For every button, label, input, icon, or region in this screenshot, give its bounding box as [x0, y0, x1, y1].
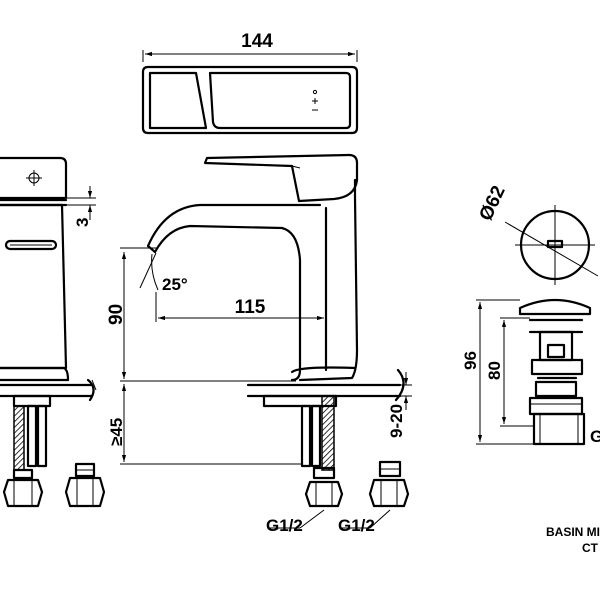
- dim-waste-body: 80: [485, 361, 504, 380]
- dim-waste-diameter: Ø62: [475, 183, 509, 224]
- thread-label-right: G1/2: [338, 516, 375, 535]
- waste-thread-label: G: [590, 427, 600, 446]
- front-view: 3: [0, 156, 106, 508]
- caption-line-1: BASIN MI: [546, 525, 600, 539]
- dim-reach: 115: [235, 297, 266, 318]
- thread-label-left: G1/2: [266, 516, 303, 535]
- dim-angle: 25°: [162, 275, 188, 294]
- dim-spout-height: 90: [106, 304, 127, 325]
- dim-waste-total: 96: [461, 351, 480, 370]
- dim-counter-range: 9-20: [387, 404, 406, 438]
- dim-width-top: 144: [241, 31, 273, 52]
- dim-counter-min: ≥45: [107, 418, 126, 446]
- hose-connector-left: [2, 468, 44, 508]
- top-view: 144: [141, 31, 359, 135]
- side-view: 90 ≥45 25° 115 9-20 G1/2 G1/2: [106, 153, 412, 535]
- caption-line-2: CT: [582, 541, 599, 555]
- waste-top-view: Ø62: [475, 183, 599, 285]
- side-hose-connector-right: [368, 460, 410, 508]
- side-hose-connector-left: [304, 466, 344, 508]
- waste-side-view: 96 80 G: [461, 298, 600, 446]
- hose-connector-right: [64, 462, 106, 508]
- dim-thickness: 3: [73, 218, 92, 227]
- hot-indicator-icon: [312, 89, 318, 95]
